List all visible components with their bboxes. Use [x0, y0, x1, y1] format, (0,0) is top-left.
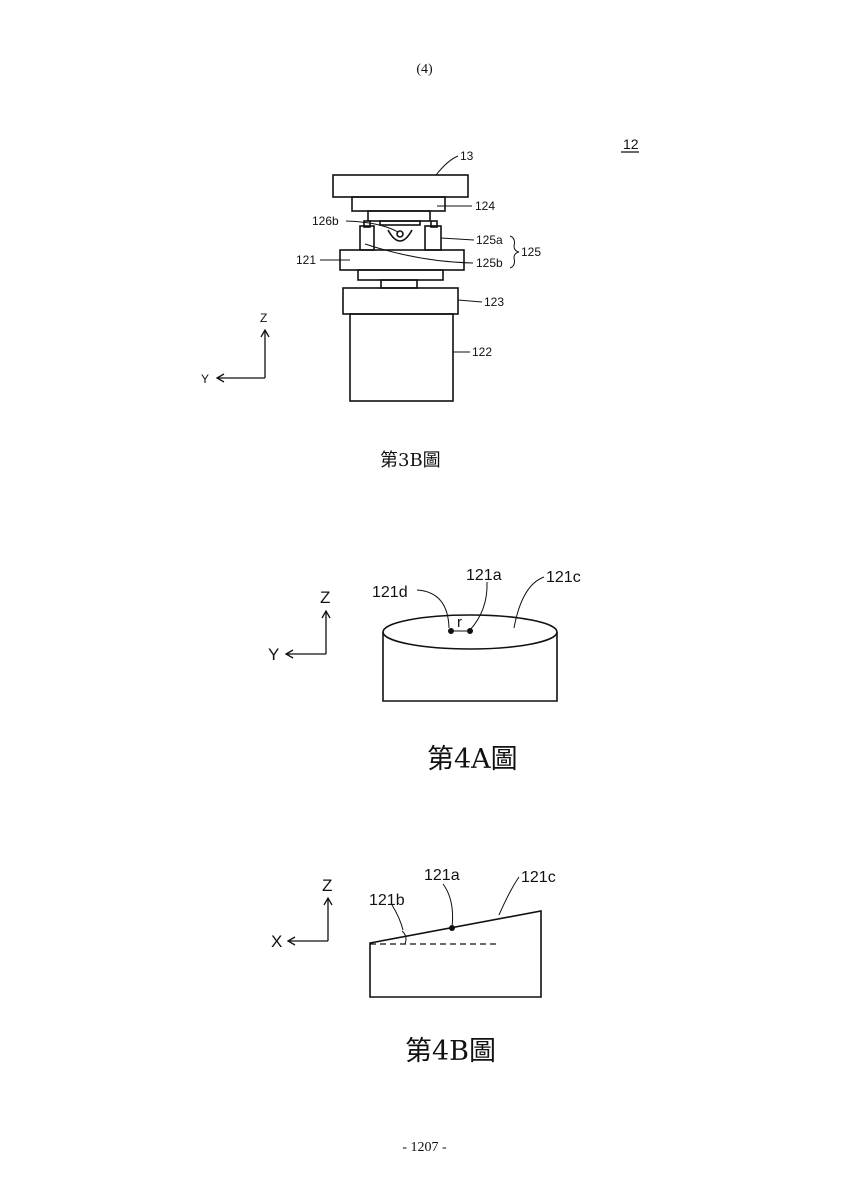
axis-x-label: X	[271, 932, 282, 951]
axis-y-label: Y	[201, 372, 209, 386]
page-number: - 1207 -	[0, 1140, 849, 1156]
wedge-body-121	[370, 911, 541, 997]
fig4a-axes	[286, 611, 330, 658]
figure-4a: Z Y 121d 121a 121c r 第4A圖	[0, 540, 849, 800]
label-126b: 126b	[312, 214, 339, 228]
axis-z-label: Z	[260, 311, 267, 325]
axis-z-label: Z	[320, 588, 330, 607]
part-125a-right	[425, 226, 441, 250]
part-124-block	[352, 197, 445, 211]
figure-4b: Z X 121b 121a 121c 第4B圖	[0, 850, 849, 1080]
figure-3b: 12 13 124 126b 125a 125 121 125b 123 122…	[0, 0, 849, 480]
caption-fig-4b: 第4B圖	[405, 1036, 496, 1067]
caption-fig-4a: 第4A圖	[427, 744, 518, 775]
point-121d	[448, 628, 454, 634]
label-121c: 121c	[546, 569, 581, 586]
label-121c: 121c	[521, 869, 556, 886]
fig4b-axes	[288, 898, 332, 945]
axis-z-label: Z	[322, 876, 332, 895]
label-121: 121	[296, 253, 316, 267]
label-122: 122	[472, 345, 492, 359]
label-121a: 121a	[466, 567, 502, 584]
label-125b: 125b	[476, 256, 503, 270]
label-121b: 121b	[369, 892, 405, 909]
part-123-block	[343, 288, 458, 314]
label-121a: 121a	[424, 867, 460, 884]
part-122-body	[350, 314, 453, 401]
label-123: 123	[484, 295, 504, 309]
assembly-ref-12: 12	[623, 136, 639, 152]
part-121-plate	[340, 250, 464, 270]
label-125: 125	[521, 245, 541, 259]
fig3b-axes	[217, 330, 269, 382]
point-121a	[449, 925, 455, 931]
part-13-plate	[333, 175, 468, 197]
label-125a: 125a	[476, 233, 503, 247]
label-124: 124	[475, 199, 495, 213]
caption-fig-3b: 第3B圖	[380, 450, 441, 471]
axis-y-label: Y	[268, 645, 279, 664]
label-121d: 121d	[372, 584, 408, 601]
cylinder-body-121	[383, 632, 557, 701]
label-r: r	[457, 614, 462, 631]
label-13: 13	[460, 149, 474, 163]
point-121a	[467, 628, 473, 634]
